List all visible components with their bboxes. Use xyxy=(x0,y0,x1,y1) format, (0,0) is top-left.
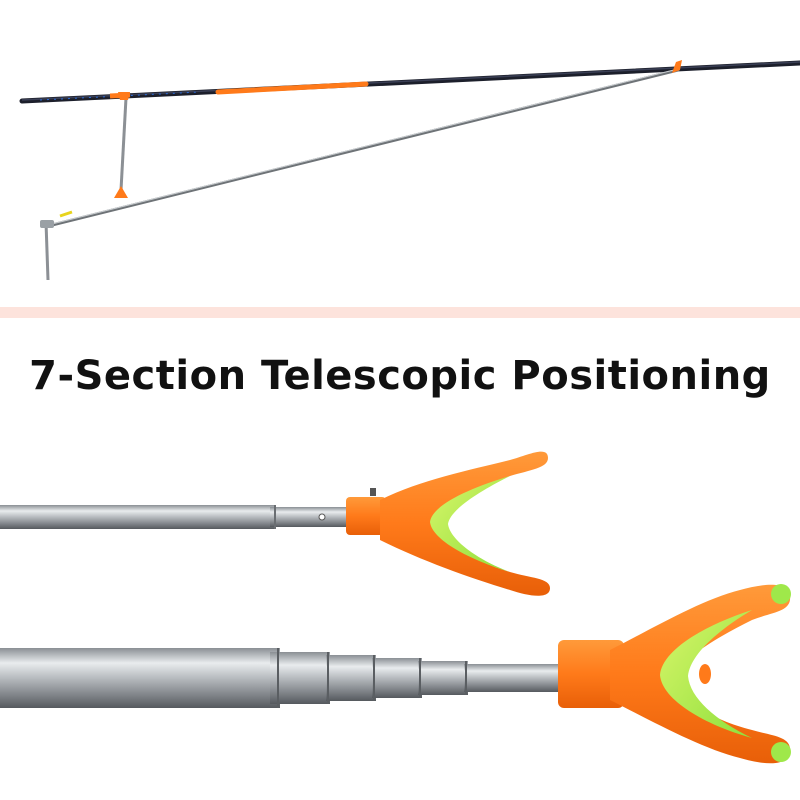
fork-tip-lower xyxy=(771,742,791,762)
telescopic-pole-lower xyxy=(0,648,280,708)
section-divider xyxy=(0,307,800,318)
rest-head-lower xyxy=(0,584,791,764)
telescopic-pole-upper xyxy=(0,505,275,529)
fishing-rod xyxy=(19,60,800,104)
vertical-support xyxy=(119,97,128,191)
rod-orange-section xyxy=(215,81,369,95)
rest-head-upper xyxy=(0,451,550,596)
ground-stake xyxy=(44,221,50,281)
headline: 7-Section Telescopic Positioning xyxy=(29,353,771,399)
rod-setup xyxy=(19,60,800,281)
rod-rest-arm xyxy=(46,68,680,228)
rest-tip-head xyxy=(672,60,682,73)
fork-tip-upper xyxy=(771,584,791,604)
